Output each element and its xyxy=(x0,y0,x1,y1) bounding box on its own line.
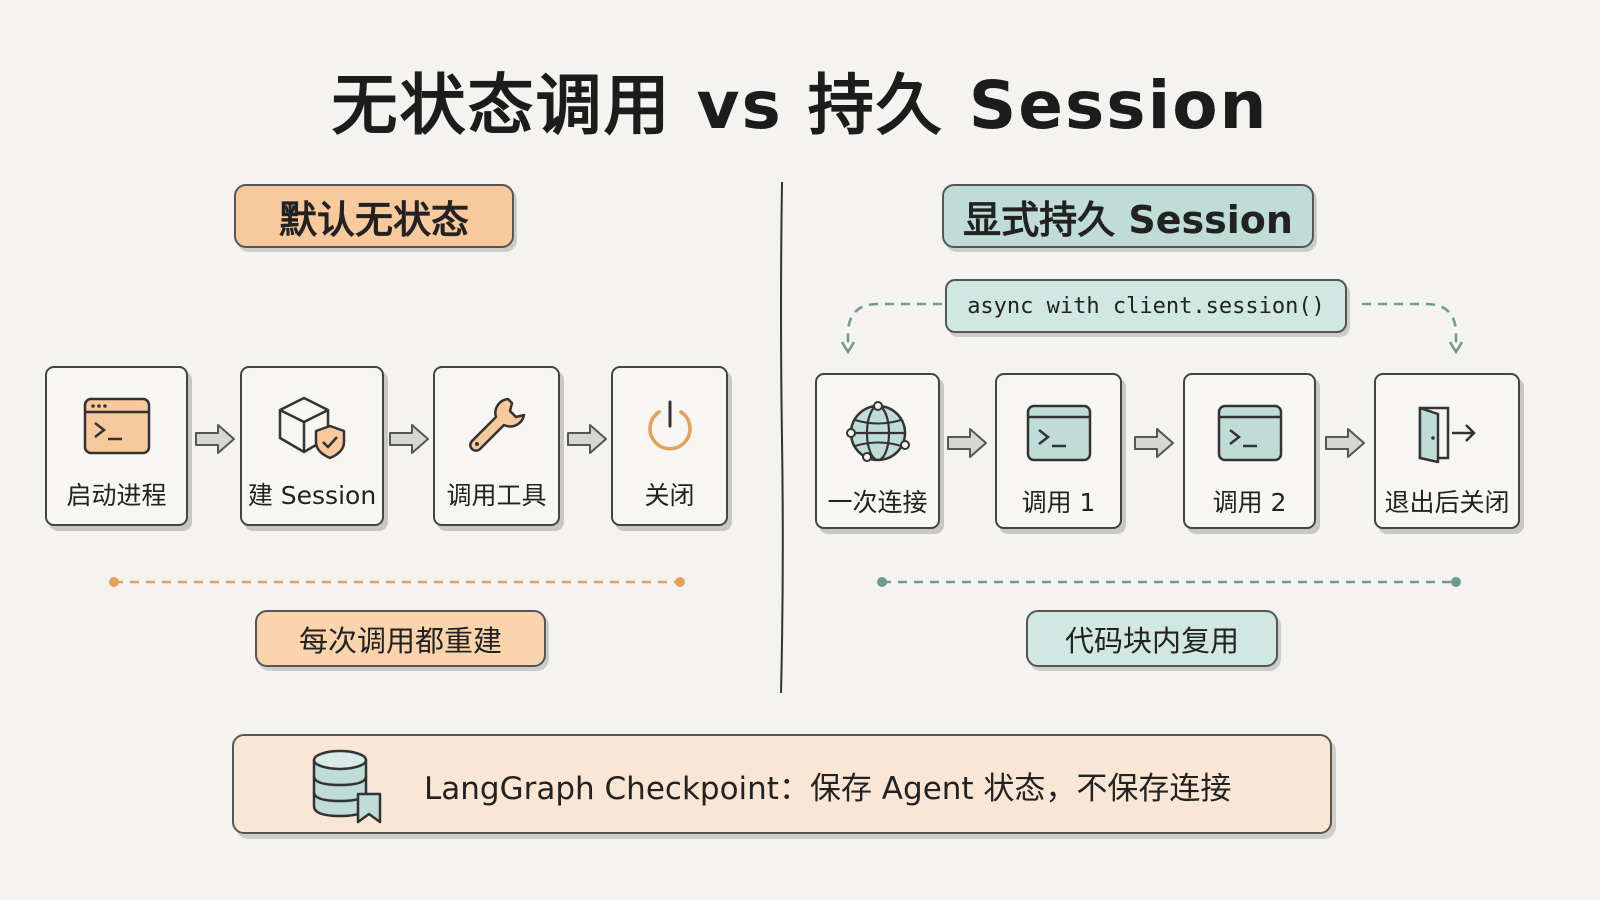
page-title: 无状态调用 vs 持久 Session xyxy=(331,67,1269,144)
node-label: 启动进程 xyxy=(66,481,167,510)
wrench-icon xyxy=(464,392,530,460)
scope-arrow-left xyxy=(840,302,942,355)
node-label: 退出后关闭 xyxy=(1384,488,1510,517)
arrow-right-icon xyxy=(1325,428,1365,458)
database-bookmark-icon xyxy=(312,749,382,824)
right-heading: 显式持久 Session xyxy=(942,184,1314,248)
arrow-right-icon xyxy=(1134,428,1174,458)
node-close: 关闭 xyxy=(611,366,728,526)
scope-arrow-right xyxy=(1362,302,1464,355)
left-heading-text: 默认无状态 xyxy=(278,197,469,242)
exit-door-icon xyxy=(1414,399,1480,467)
footer-note: LangGraph Checkpoint：保存 Agent 状态，不保存连接 xyxy=(232,734,1332,834)
node-exit-close: 退出后关闭 xyxy=(1374,373,1520,529)
node-label: 一次连接 xyxy=(827,488,928,517)
arrow-right-icon xyxy=(389,424,429,454)
node-label: 关闭 xyxy=(644,481,695,510)
node-call-tool: 调用工具 xyxy=(433,366,560,526)
right-caption: 代码块内复用 xyxy=(1026,610,1278,667)
footer-text: LangGraph Checkpoint：保存 Agent 状态，不保存连接 xyxy=(424,771,1232,807)
left-caption-text: 每次调用都重建 xyxy=(298,623,502,658)
code-snippet: async with client.session() xyxy=(945,279,1347,333)
terminal-icon xyxy=(1216,399,1284,467)
node-label: 调用 1 xyxy=(1021,488,1096,517)
node-label: 调用工具 xyxy=(446,481,547,510)
node-label: 调用 2 xyxy=(1212,488,1287,517)
node-start-process: 启动进程 xyxy=(45,366,188,526)
left-caption: 每次调用都重建 xyxy=(255,610,546,667)
left-heading: 默认无状态 xyxy=(234,184,514,248)
left-dashed-line xyxy=(109,577,685,587)
globe-network-icon xyxy=(843,399,913,467)
code-snippet-text: async with client.session() xyxy=(967,293,1325,319)
node-label: 建 Session xyxy=(247,481,377,510)
terminal-icon xyxy=(1025,399,1093,467)
node-build-session: 建 Session xyxy=(240,366,384,526)
terminal-window-icon xyxy=(82,392,152,460)
right-dashed-line xyxy=(877,577,1461,587)
right-caption-text: 代码块内复用 xyxy=(1064,623,1239,658)
power-icon xyxy=(640,392,700,460)
right-heading-text: 显式持久 Session xyxy=(963,197,1293,242)
cube-shield-icon xyxy=(272,392,352,460)
arrow-right-icon xyxy=(195,424,235,454)
node-call-1: 调用 1 xyxy=(995,373,1122,529)
node-single-connection: 一次连接 xyxy=(815,373,940,529)
arrow-right-icon xyxy=(947,428,987,458)
center-divider xyxy=(780,181,784,694)
arrow-right-icon xyxy=(567,424,607,454)
node-call-2: 调用 2 xyxy=(1183,373,1316,529)
